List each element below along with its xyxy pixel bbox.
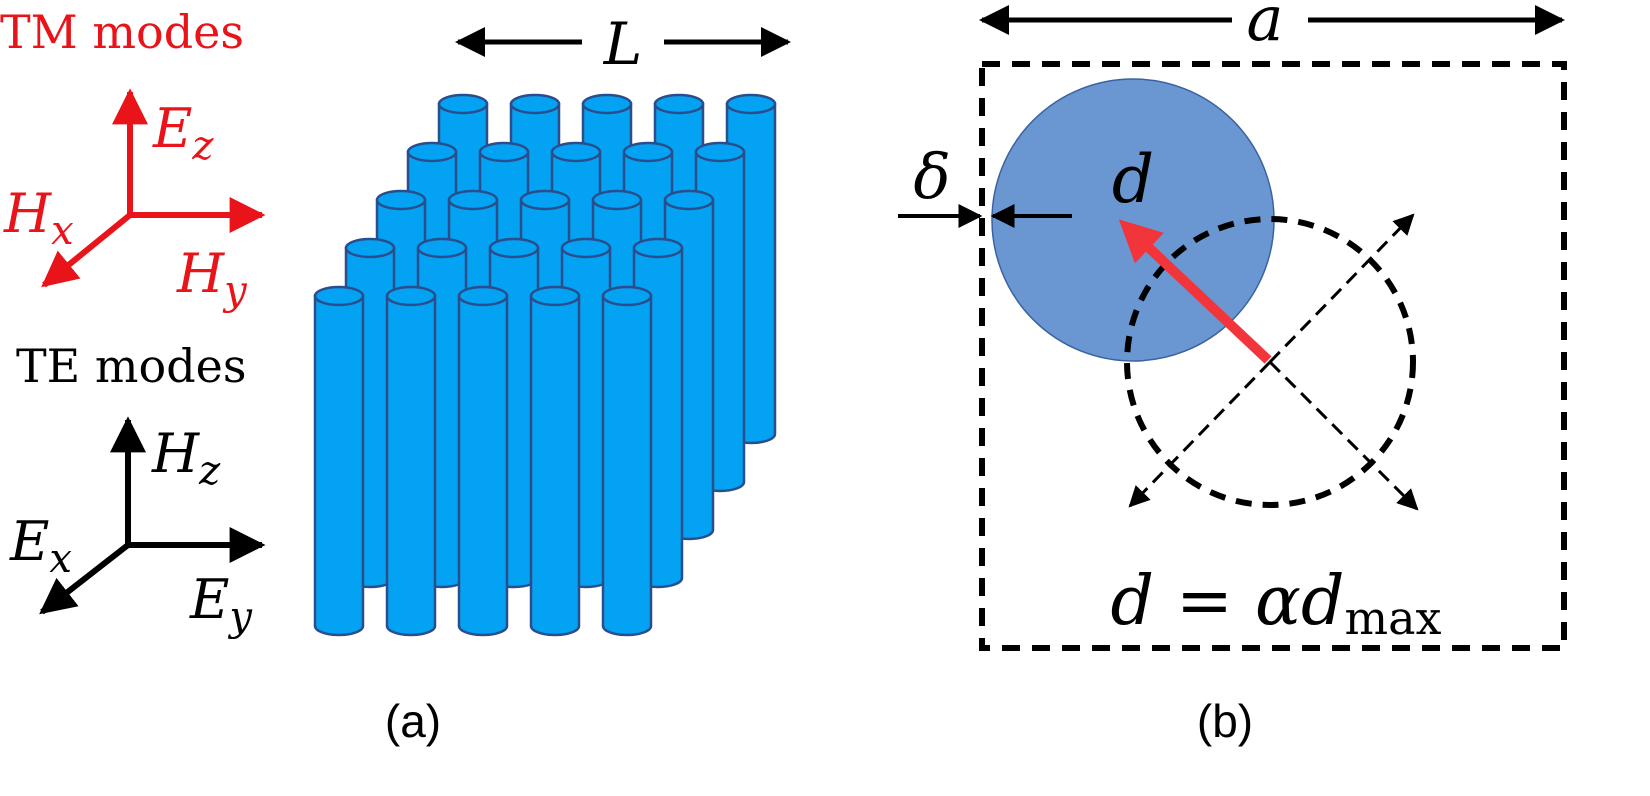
width-label: a bbox=[1247, 0, 1284, 55]
rod-top bbox=[519, 189, 571, 211]
dashed-circle bbox=[1124, 216, 1416, 508]
tm-x-axis bbox=[41, 212, 132, 288]
gap-arrows: δ bbox=[898, 140, 1072, 228]
rod bbox=[385, 285, 437, 637]
te-y-label: Ey bbox=[189, 568, 253, 640]
rod-top bbox=[663, 189, 715, 211]
rod-body bbox=[457, 294, 509, 637]
rod-body bbox=[313, 294, 365, 637]
rod-top bbox=[344, 237, 396, 259]
tm-y-label: Hy bbox=[176, 242, 248, 314]
tm-axes: TM modes Ez Hx Hy bbox=[0, 5, 266, 314]
rod bbox=[313, 285, 365, 637]
rod-top bbox=[653, 93, 705, 115]
tm-z-label: Ez bbox=[152, 97, 214, 169]
rod bbox=[601, 285, 653, 637]
rod-top bbox=[560, 237, 612, 259]
tm-x-label: Hx bbox=[3, 182, 74, 254]
rod-body bbox=[529, 294, 581, 637]
te-title: TE modes bbox=[16, 339, 246, 393]
rod-top bbox=[488, 237, 540, 259]
rod bbox=[457, 285, 509, 637]
rod-top bbox=[416, 237, 468, 259]
caption-b: (b) bbox=[1197, 695, 1253, 747]
diagonal-up-right bbox=[1268, 213, 1415, 364]
rod-top bbox=[529, 285, 581, 307]
diagonal-down-right bbox=[1268, 360, 1419, 511]
rod-top bbox=[375, 189, 427, 211]
rod-top bbox=[437, 93, 489, 115]
rod-top bbox=[447, 189, 499, 211]
length-label: L bbox=[603, 10, 643, 78]
rod-array bbox=[313, 93, 777, 637]
rod-top bbox=[622, 141, 674, 163]
rod-body bbox=[385, 294, 437, 637]
rod-top bbox=[694, 141, 746, 163]
rod-top bbox=[313, 285, 365, 307]
te-x-axis bbox=[39, 542, 130, 615]
rod-top bbox=[725, 93, 777, 115]
panel-b: a δ d d=αdmax (b) bbox=[898, 0, 1567, 747]
rod-row bbox=[313, 285, 653, 637]
te-z-label: Hz bbox=[151, 422, 221, 494]
rod-top bbox=[632, 237, 684, 259]
panel-a: TM modes Ez Hx Hy TE modes Hz Ex Ey L (a… bbox=[0, 5, 791, 747]
width-arrow: a bbox=[979, 0, 1565, 55]
tm-title: TM modes bbox=[0, 5, 244, 59]
rod-top bbox=[591, 189, 643, 211]
rod-top bbox=[478, 141, 530, 163]
te-x-label: Ex bbox=[9, 510, 72, 582]
te-axes: TE modes Hz Ex Ey bbox=[9, 339, 266, 640]
rod-top bbox=[509, 93, 561, 115]
rod-top bbox=[457, 285, 509, 307]
rod-top bbox=[406, 141, 458, 163]
caption-a: (a) bbox=[385, 695, 441, 747]
diameter-label: d bbox=[1112, 141, 1154, 218]
equation: d=αdmax bbox=[1111, 562, 1442, 645]
rod-top bbox=[581, 93, 633, 115]
unit-cell-boundary bbox=[979, 61, 1567, 651]
rod-top bbox=[385, 285, 437, 307]
rod-body bbox=[601, 294, 653, 637]
red-arrow bbox=[1118, 219, 1272, 364]
diagonal-down-left bbox=[1128, 360, 1272, 508]
rod-top bbox=[550, 141, 602, 163]
length-arrow: L bbox=[455, 10, 791, 78]
rod bbox=[529, 285, 581, 637]
gap-label: δ bbox=[913, 140, 950, 213]
rod-top bbox=[601, 285, 653, 307]
